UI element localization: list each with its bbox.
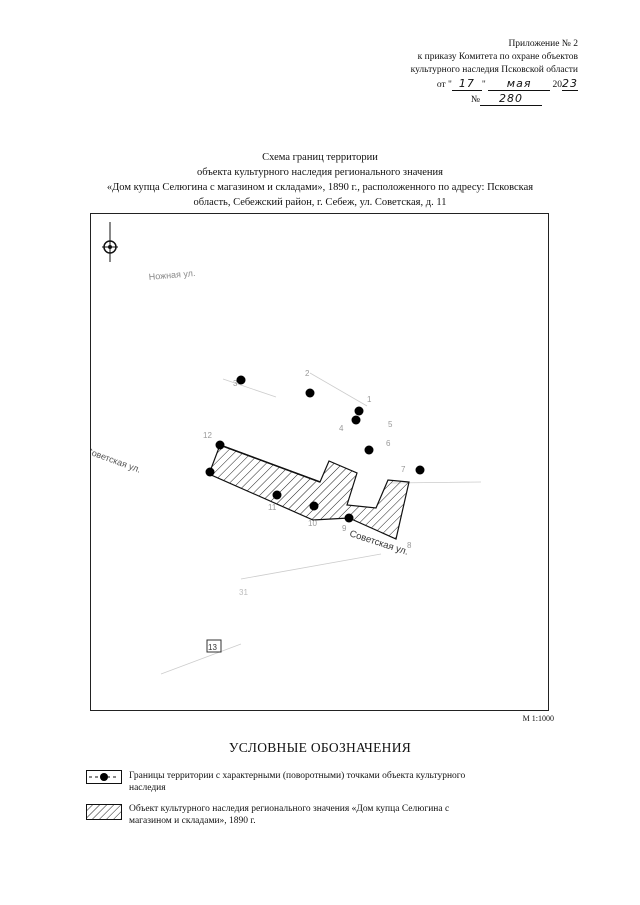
scheme-title-line3: «Дом купца Селюгина с магазином и склада… xyxy=(106,182,534,193)
legend-item-heritage: Объект культурного наследия региональног… xyxy=(86,803,546,829)
legend-item-boundary: Границы территории с характерными (повор… xyxy=(86,770,546,796)
legend-item1-text-cont: наследия xyxy=(129,783,166,793)
boundary-point xyxy=(354,406,364,416)
point-label: 10 xyxy=(308,519,317,528)
map-frame: Ножная ул. Советская ул. Советская ул. 3… xyxy=(84,213,549,711)
boundary-point xyxy=(272,490,282,500)
appendix-header: Приложение № 2 к приказу Комитета по охр… xyxy=(411,38,578,107)
order-reference: к приказу Комитета по охране объектов xyxy=(417,52,578,62)
north-arrow-icon xyxy=(102,222,118,262)
building-number: 13 xyxy=(208,643,217,652)
point-label: 5 xyxy=(388,420,393,429)
street-label-south: Советская ул. xyxy=(348,528,410,557)
scheme-title-line2: объекта культурного наследия регионально… xyxy=(197,167,443,178)
scheme-title-line4: область, Себежский район, г. Себеж, ул. … xyxy=(193,197,447,208)
hatch-legend-icon xyxy=(86,804,122,820)
scheme-title-line1: Схема границ территории xyxy=(262,152,378,163)
order-day: 17 xyxy=(451,77,482,91)
point-label: 6 xyxy=(386,439,391,448)
boundary-point xyxy=(205,467,215,477)
boundary-point xyxy=(236,375,246,385)
point-label: 4 xyxy=(339,424,344,433)
point-label: 7 xyxy=(401,465,406,474)
point-label: 11 xyxy=(268,503,277,512)
map-scale: М 1:1000 xyxy=(522,714,554,723)
heritage-object-area xyxy=(208,444,410,540)
legend-item2-text: Объект культурного наследия региональног… xyxy=(129,804,450,814)
order-month: мая xyxy=(488,77,551,91)
faint-label: 31 xyxy=(239,588,248,597)
committee-name: культурного наследия Псковской области xyxy=(410,65,578,75)
boundary-point xyxy=(364,445,374,455)
boundary-point xyxy=(344,513,354,523)
scheme-title: Схема границ территории объекта культурн… xyxy=(0,150,640,210)
boundary-legend-icon xyxy=(86,770,122,784)
boundary-point xyxy=(415,465,425,475)
boundary-point xyxy=(215,440,225,450)
legend-title: УСЛОВНЫЕ ОБОЗНАЧЕНИЯ xyxy=(228,740,412,755)
boundary-point xyxy=(305,388,315,398)
point-label: 8 xyxy=(407,541,412,550)
territory-boundary xyxy=(219,444,321,483)
point-label: 9 xyxy=(342,524,347,533)
territory-map: Ножная ул. Советская ул. Советская ул. 3… xyxy=(84,222,482,675)
order-number: 280 xyxy=(480,92,542,106)
order-year: 23 xyxy=(562,77,578,91)
point-label: 12 xyxy=(203,431,212,440)
legend-item1-text: Границы территории с характерными (повор… xyxy=(129,771,466,781)
building-icon: 13 xyxy=(206,639,222,653)
street-label-north: Ножная ул. xyxy=(148,268,196,282)
legend-item2-text-cont: магазином и складами», 1890 г. xyxy=(129,816,256,826)
boundary-point xyxy=(351,415,361,425)
cadastral-lines xyxy=(160,372,482,675)
boundary-points xyxy=(205,375,425,523)
street-label-west: Советская ул. xyxy=(91,445,142,474)
point-label: 3 xyxy=(233,379,238,388)
order-date: от "17" мая 2023 xyxy=(436,77,578,91)
point-label: 2 xyxy=(305,369,310,378)
boundary-point xyxy=(309,501,319,511)
appendix-number: Приложение № 2 xyxy=(508,39,578,49)
point-label: 1 xyxy=(367,395,372,404)
